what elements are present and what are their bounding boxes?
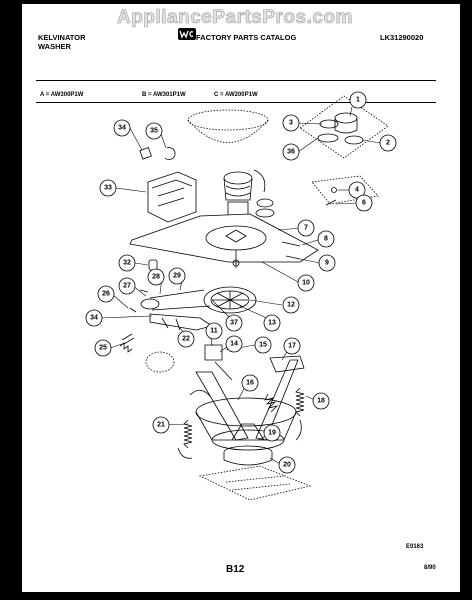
callout-35: 35 (150, 128, 158, 135)
callout-14: 14 (230, 341, 238, 348)
callout-37: 37 (230, 320, 238, 327)
model-c: C = AW200P1W (214, 92, 258, 98)
catalog-date: 8/90 (424, 565, 436, 571)
callout-16: 16 (246, 380, 254, 387)
page-number: B12 (226, 564, 245, 575)
header-rule-bottom (36, 102, 436, 103)
callout-8: 8 (324, 236, 328, 243)
callout-33: 34 (118, 125, 126, 132)
callout-13: 13 (268, 320, 276, 327)
wci-logo-icon (178, 28, 196, 40)
callout-20: 20 (283, 462, 291, 469)
model-b: B = AW301P1W (142, 92, 186, 98)
model-a: A = AW300P1W (40, 92, 84, 98)
callout-4: 4 (355, 187, 359, 194)
callout-18: 18 (317, 398, 325, 405)
callout-23: 25 (99, 345, 107, 352)
callout-11: 11 (210, 328, 218, 335)
callout-29: 32 (123, 260, 131, 267)
product-type: WASHER (38, 42, 71, 51)
catalog-number: LK31290020 (380, 33, 424, 42)
callout-17: 17 (288, 343, 296, 350)
watermark: AppliancePartsPros.com (117, 7, 353, 29)
drawing-code: E0163 (406, 544, 424, 550)
callout-9: 9 (325, 260, 329, 267)
callout-15: 15 (259, 342, 267, 349)
callout-27: 28 (152, 274, 160, 281)
callout-12: 12 (287, 302, 295, 309)
callout-26: 27 (123, 283, 131, 290)
brand-block: KELVINATOR WASHER (38, 33, 86, 51)
callout-22: 22 (182, 336, 190, 343)
callout-6: 6 (362, 200, 366, 207)
header-rule-top (36, 80, 436, 81)
callout-19: 19 (268, 430, 276, 437)
callout-3: 3 (289, 120, 293, 127)
brand-name: KELVINATOR (38, 33, 86, 42)
catalog-title: FACTORY PARTS CATALOG (196, 33, 297, 42)
callout-10: 10 (302, 280, 310, 287)
callout-32: 33 (104, 185, 112, 192)
callout-21: 21 (157, 422, 165, 429)
callout-2: 2 (386, 140, 390, 147)
callout-7: 7 (304, 225, 308, 232)
callout-36: 36 (287, 149, 295, 156)
callout-1: 1 (356, 97, 360, 104)
callout-28: 29 (173, 273, 181, 280)
callout-34: 34 (90, 315, 98, 322)
callout-25: 26 (102, 291, 110, 298)
